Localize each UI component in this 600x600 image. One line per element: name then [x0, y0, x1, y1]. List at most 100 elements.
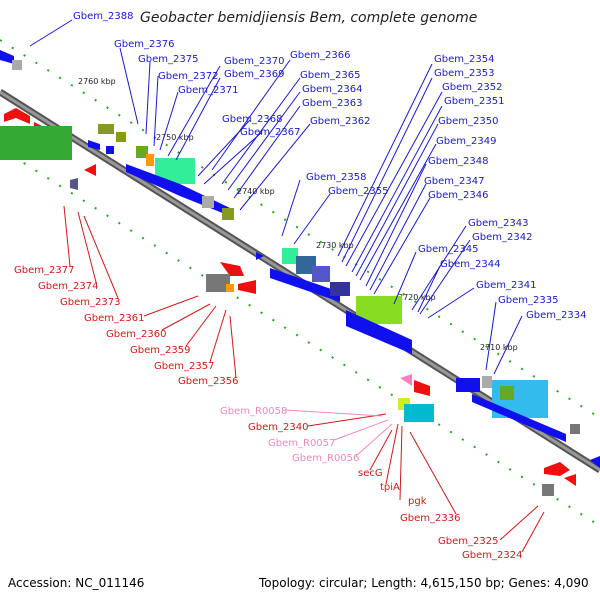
gene-feature [472, 394, 566, 442]
gene-label: Gbem_2362 [310, 116, 370, 127]
gene-label: Gbem_2371 [178, 85, 238, 96]
gene-label: Gbem_2364 [302, 84, 362, 95]
gene-feature [84, 164, 96, 176]
gene-label: Gbem_R0058 [220, 406, 287, 417]
gene-feature [0, 50, 14, 64]
gene-label: Gbem_2341 [476, 280, 536, 291]
gene-feature [544, 462, 570, 476]
gene-label: Gbem_2353 [434, 68, 494, 79]
gene-label: Gbem_2366 [290, 50, 350, 61]
gene-label: Gbem_2340 [248, 422, 308, 433]
gene-label: Gbem_2360 [106, 329, 166, 340]
gene-feature [70, 178, 78, 190]
gene-feature [270, 268, 340, 302]
gene-label: Gbem_2365 [300, 70, 360, 81]
upper-features [0, 50, 600, 468]
gene-feature [590, 456, 600, 468]
gene-label: pgk [408, 496, 427, 507]
gene-feature [542, 484, 554, 496]
gene-feature [330, 282, 350, 296]
gene-feature [414, 380, 430, 396]
gene-label: Gbem_2350 [438, 116, 498, 127]
gene-label: Gbem_2374 [38, 281, 98, 292]
gene-label: Gbem_2348 [428, 156, 488, 167]
gene-feature [226, 284, 234, 292]
gene-label: Gbem_2355 [328, 186, 388, 197]
gene-label: Gbem_2363 [302, 98, 362, 109]
gene-label: Gbem_2361 [84, 313, 144, 324]
gene-feature [0, 126, 72, 160]
tick-label: 2740 kbp [237, 187, 275, 196]
gene-feature [500, 386, 514, 400]
gene-label: Gbem_2369 [224, 69, 284, 80]
gene-label: Gbem_R0057 [268, 438, 335, 449]
tick-label: 2710 kbp [480, 343, 518, 352]
gene-label: Gbem_2346 [428, 190, 488, 201]
gene-label: Gbem_2377 [14, 265, 74, 276]
gene-feature [12, 60, 22, 70]
rna-leaders [285, 409, 393, 457]
lower-leaders [63, 205, 545, 553]
gene-label: tpiA [380, 482, 400, 493]
gene-feature [404, 404, 434, 422]
gene-label: Gbem_2343 [468, 218, 528, 229]
gene-label: Gbem_2359 [130, 345, 190, 356]
gene-label: Gbem_2342 [472, 232, 532, 243]
gene-label: Gbem_2347 [424, 176, 484, 187]
gene-label: Gbem_2345 [418, 244, 478, 255]
gene-feature [98, 124, 114, 134]
gene-label: Gbem_2352 [442, 82, 502, 93]
gene-feature [116, 132, 126, 142]
lower-gene-labels: Gbem_2377 Gbem_2374 Gbem_2373 Gbem_2361 … [14, 265, 522, 561]
gene-label: Gbem_2334 [526, 310, 586, 321]
tick-label: 2750 kbp [156, 133, 194, 142]
upper-gene-labels: Gbem_2388 Gbem_2376 Gbem_2375 Gbem_2372 … [73, 11, 586, 321]
gene-label: Gbem_2344 [440, 259, 500, 270]
gene-label: Gbem_2370 [224, 56, 284, 67]
gene-feature [570, 424, 580, 434]
gene-feature [312, 266, 330, 282]
gene-label: Gbem_2388 [73, 11, 133, 22]
gene-feature [4, 108, 30, 124]
gene-label: Gbem_2357 [154, 361, 214, 372]
gene-label: Gbem_2335 [498, 295, 558, 306]
gene-feature [136, 146, 148, 158]
gene-feature [346, 310, 412, 354]
gene-label: Gbem_2351 [444, 96, 504, 107]
lower-features [0, 108, 576, 496]
gene-label: Gbem_2358 [306, 172, 366, 183]
gene-feature [220, 262, 244, 276]
accession-text: Accession: NC_011146 [8, 576, 144, 590]
gene-feature [202, 196, 214, 208]
gene-label: Gbem_2375 [138, 54, 198, 65]
gene-label: secG [358, 468, 383, 479]
gene-label: Gbem_2354 [434, 54, 494, 65]
gene-label: Gbem_2372 [158, 71, 218, 82]
gene-feature [238, 280, 256, 294]
gene-feature [256, 252, 264, 260]
gene-feature [456, 378, 480, 392]
gene-feature [482, 376, 492, 388]
gene-feature [106, 146, 114, 154]
gene-label: Gbem_2373 [60, 297, 120, 308]
genome-summary-text: Topology: circular; Length: 4,615,150 bp… [258, 576, 589, 590]
gene-label: Gbem_R0056 [292, 453, 359, 464]
gene-label: Gbem_2325 [438, 536, 498, 547]
tick-label: 2730 kbp [316, 241, 354, 250]
page-title: Geobacter bemidjiensis Bem, complete gen… [140, 10, 477, 26]
tick-label: 2760 kbp [78, 77, 116, 86]
gene-feature [88, 140, 100, 150]
gene-feature [400, 374, 412, 386]
gene-feature [282, 248, 298, 264]
gene-label: Gbem_2324 [462, 550, 522, 561]
gene-feature [206, 274, 230, 292]
gene-label: Gbem_2367 [240, 127, 300, 138]
gene-feature [296, 256, 316, 274]
scale-ticks: 2760 kbp 2750 kbp 2740 kbp 2730 kbp 2720… [78, 77, 518, 352]
gene-feature [564, 474, 576, 486]
upper-leaders [29, 19, 523, 375]
gene-feature [146, 154, 154, 166]
gene-label: Gbem_2376 [114, 39, 174, 50]
gene-label: Gbem_2336 [400, 513, 460, 524]
